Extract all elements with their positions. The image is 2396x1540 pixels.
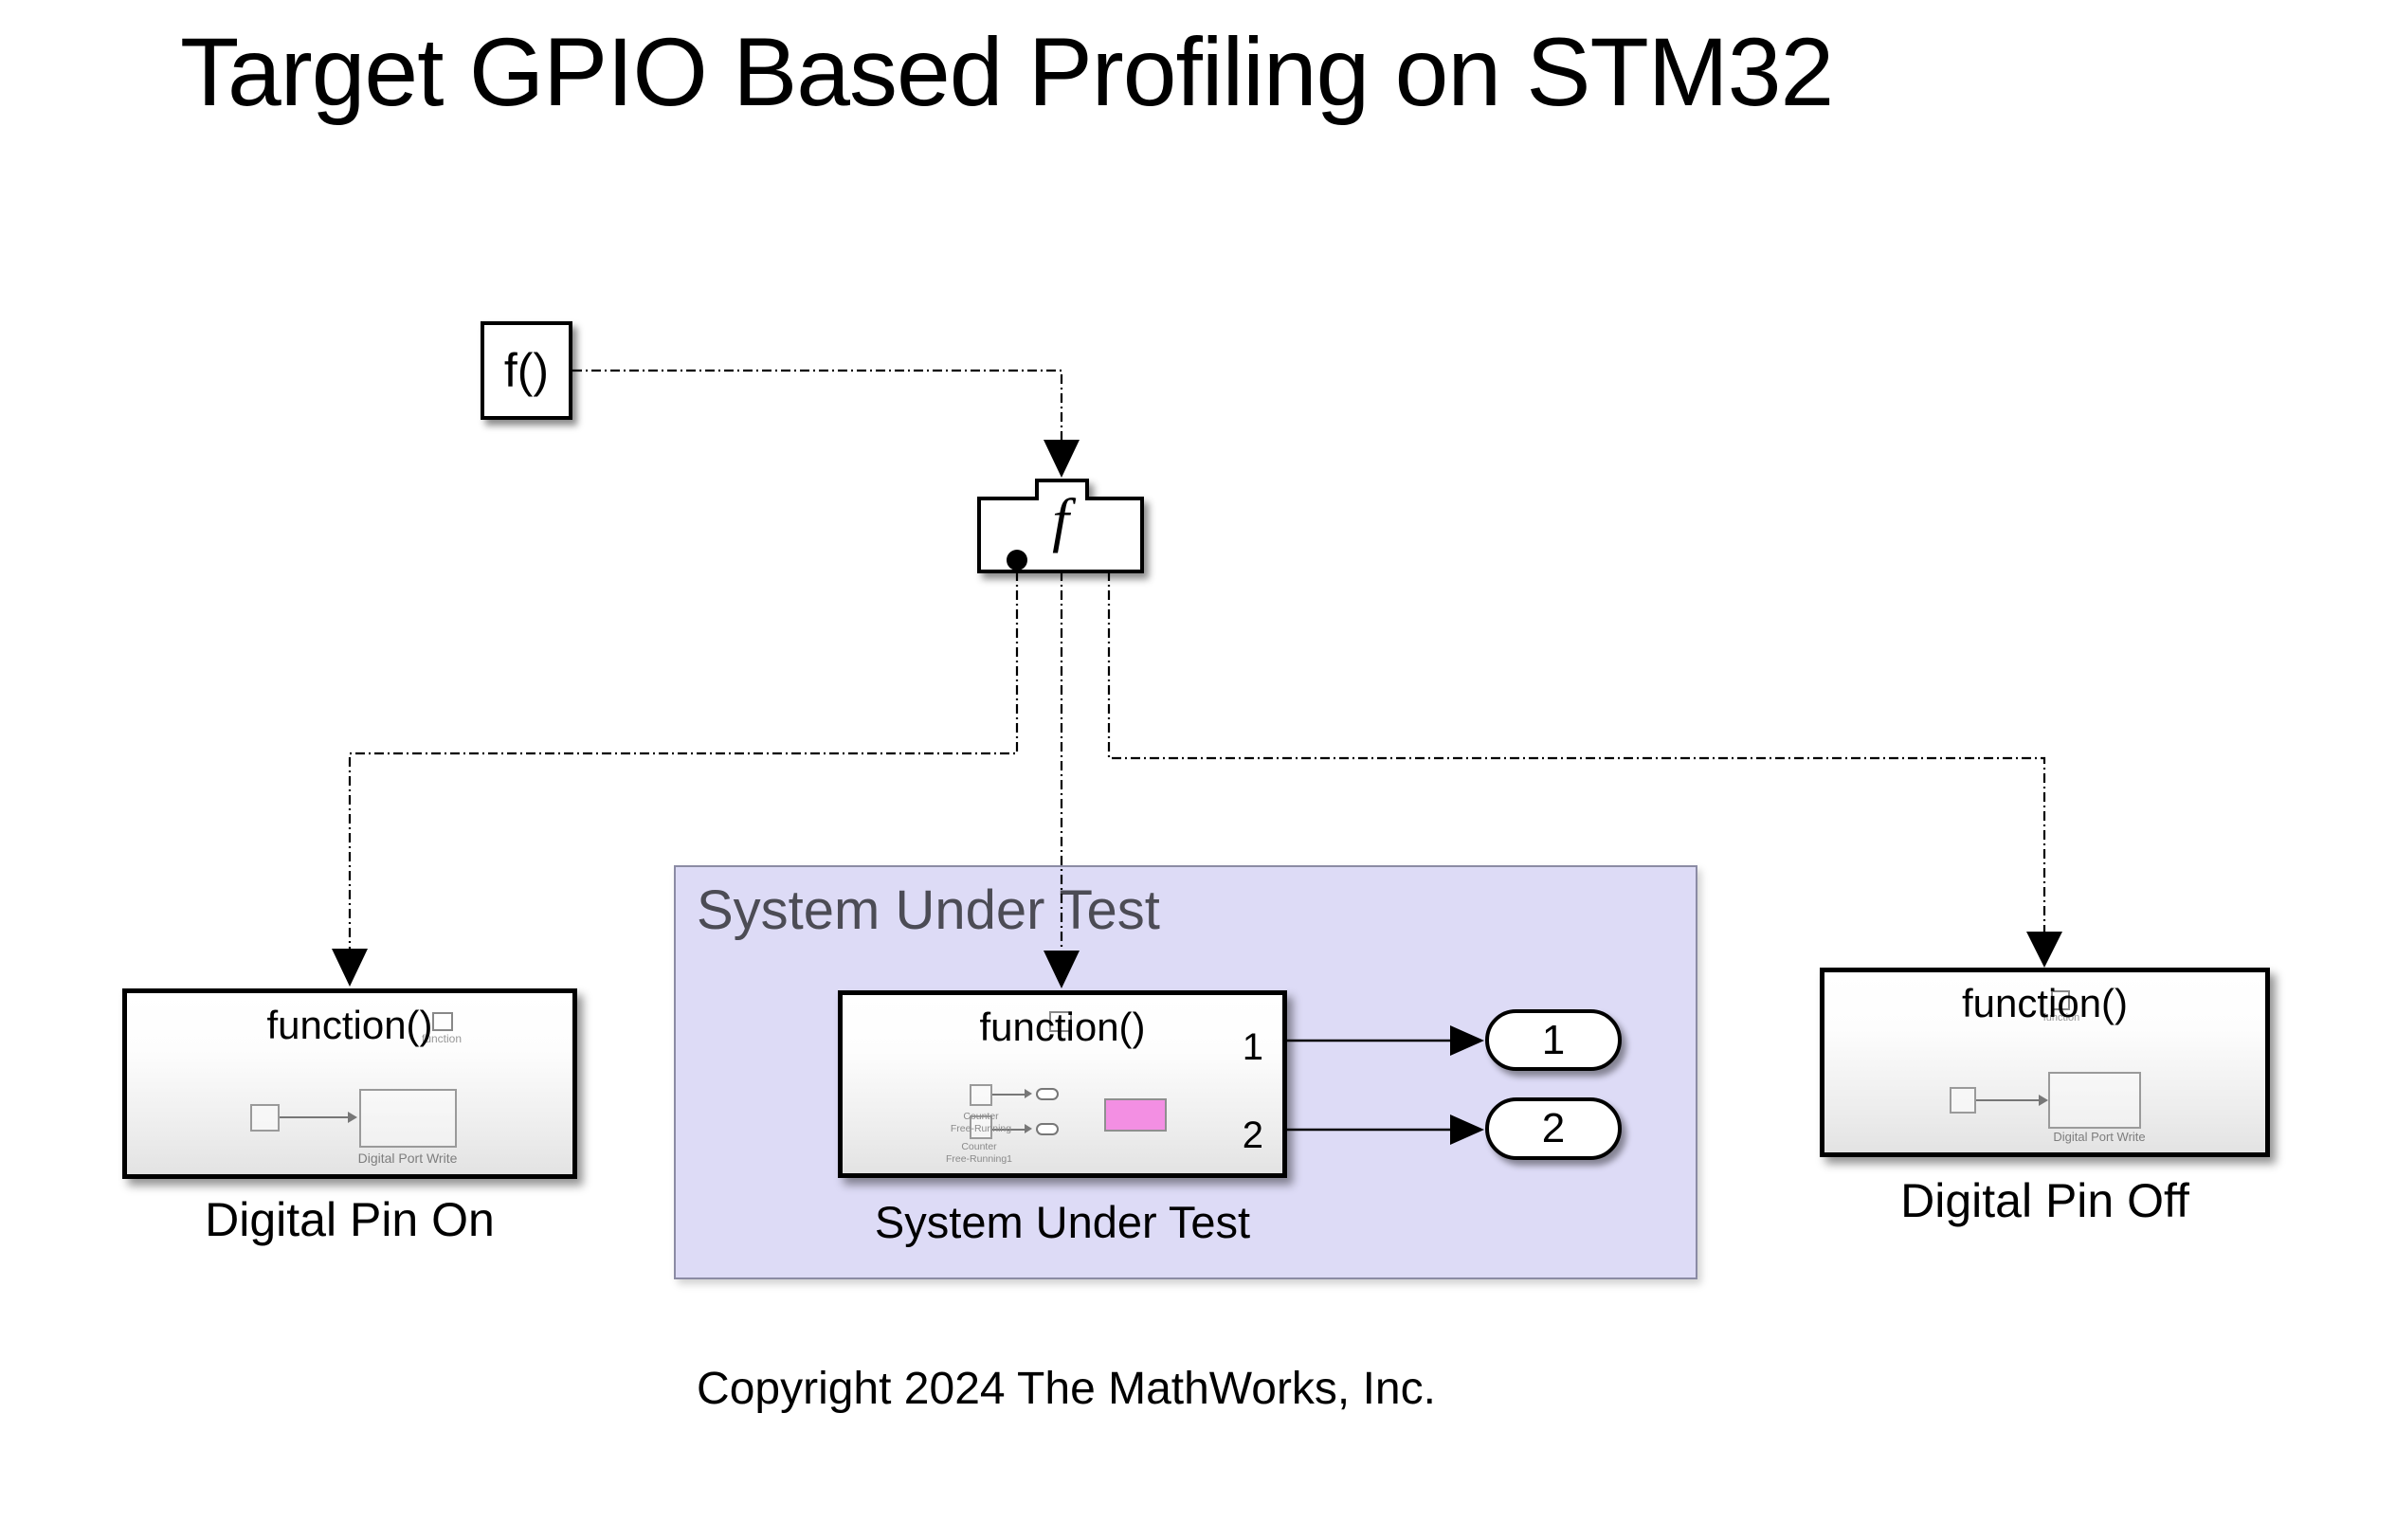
mini-caption-line: Counter bbox=[963, 1111, 999, 1122]
outport-1[interactable]: 1 bbox=[1485, 1009, 1622, 1071]
mini-constant-block bbox=[250, 1104, 280, 1132]
system-under-test-caption: System Under Test bbox=[874, 1197, 1251, 1247]
mini-counter-caption: Counter Free-Running1 bbox=[903, 1141, 1055, 1165]
mini-block-caption: Digital Port Write bbox=[357, 1150, 458, 1166]
system-under-test-area-label: System Under Test bbox=[697, 879, 1160, 941]
system-under-test-block[interactable]: function() 1 2 Counter Free-Running Coun… bbox=[838, 990, 1287, 1178]
copyright-text: Copyright 2024 The MathWorks, Inc. bbox=[697, 1364, 1436, 1414]
mini-caption-line: Counter bbox=[961, 1141, 997, 1152]
mini-digital-port-write-block bbox=[2048, 1072, 2141, 1129]
outport-1-label: 1 bbox=[1541, 1016, 1566, 1063]
mini-counter-block bbox=[970, 1115, 992, 1139]
function-call-generator-block[interactable]: f() bbox=[481, 321, 572, 420]
system-under-test-title: function() bbox=[979, 1005, 1146, 1049]
digital-pin-on-caption: Digital Pin On bbox=[205, 1193, 495, 1246]
mini-constant-block bbox=[1950, 1087, 1976, 1114]
mini-caption-line: Free-Running bbox=[950, 1122, 1012, 1134]
function-call-generator-label: f() bbox=[503, 344, 550, 397]
digital-pin-on-block[interactable]: function() function Digital Port Write bbox=[122, 988, 577, 1179]
digital-pin-off-block[interactable]: function() function Digital Port Write bbox=[1820, 968, 2270, 1157]
arrowhead-into-pin-on bbox=[332, 949, 368, 987]
mini-wire bbox=[1976, 1099, 2039, 1101]
mini-block-caption: Digital Port Write bbox=[2053, 1130, 2146, 1144]
digital-pin-off-title: function() bbox=[1961, 981, 2129, 1025]
mini-digital-port-write-block bbox=[359, 1089, 457, 1148]
model-title: Target GPIO Based Profiling on STM32 bbox=[180, 18, 1834, 126]
outport-2-label: 2 bbox=[1541, 1105, 1566, 1151]
trigger-port-label: function bbox=[421, 1032, 463, 1045]
mini-wire bbox=[992, 1129, 1025, 1131]
mini-arrowhead-icon bbox=[2039, 1095, 2048, 1106]
mini-outport-icon bbox=[1036, 1123, 1059, 1135]
mini-wire bbox=[992, 1094, 1025, 1096]
trigger-port-icon bbox=[1049, 1011, 1072, 1032]
mini-arrowhead-icon bbox=[1025, 1124, 1032, 1133]
arrowhead-into-splitter bbox=[1044, 440, 1080, 478]
mini-counter-block bbox=[970, 1084, 992, 1106]
arrowhead-into-pin-off bbox=[2026, 932, 2062, 968]
outport-2[interactable]: 2 bbox=[1485, 1097, 1622, 1160]
mini-pink-block bbox=[1104, 1098, 1167, 1132]
mini-arrowhead-icon bbox=[1025, 1089, 1032, 1098]
trigger-port-icon bbox=[2051, 990, 2070, 1010]
mini-counter-caption: Counter Free-Running bbox=[905, 1111, 1057, 1134]
splitter-f-label: f bbox=[1052, 486, 1069, 553]
outport-2-number: 2 bbox=[1242, 1114, 1263, 1156]
mini-caption-line: Free-Running1 bbox=[945, 1152, 1013, 1165]
digital-pin-on-title: function() bbox=[266, 1003, 433, 1047]
mini-wire bbox=[280, 1116, 352, 1118]
digital-pin-off-caption: Digital Pin Off bbox=[1900, 1174, 2189, 1227]
mini-arrowhead-icon bbox=[348, 1112, 357, 1123]
outport-1-number: 1 bbox=[1242, 1026, 1263, 1068]
trigger-port-icon bbox=[432, 1012, 453, 1031]
mini-outport-icon bbox=[1036, 1088, 1059, 1100]
wire-generator-to-splitter[interactable] bbox=[572, 369, 1063, 440]
trigger-port-label: function bbox=[2042, 1012, 2080, 1024]
